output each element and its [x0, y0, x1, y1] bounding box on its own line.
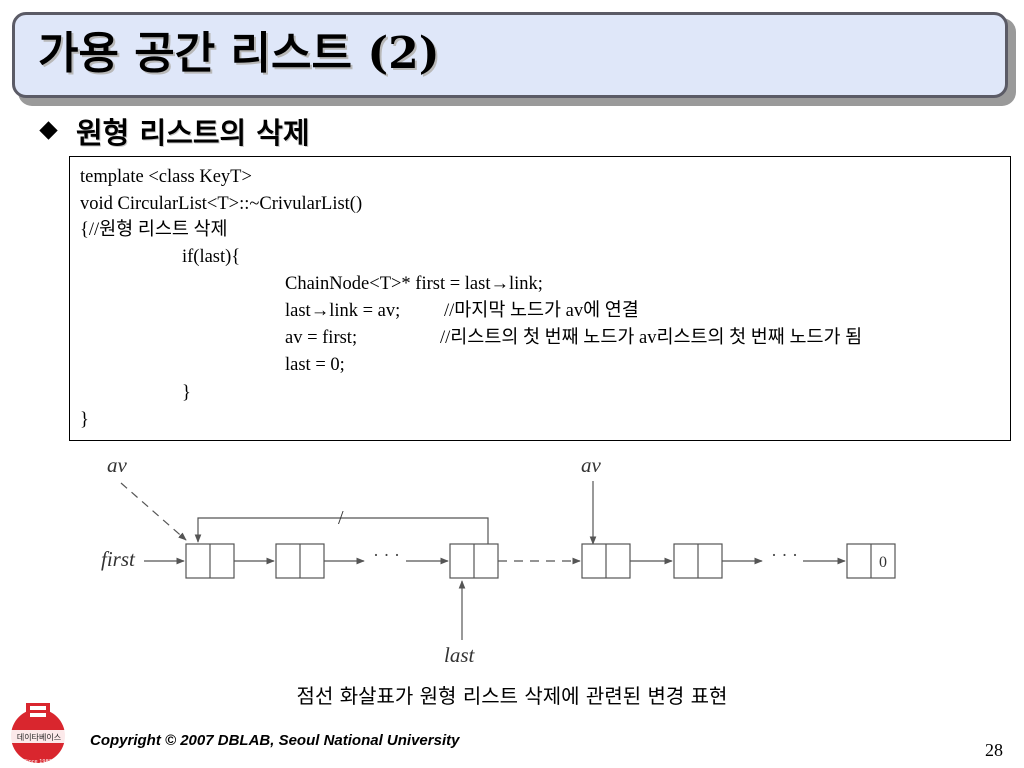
av-dashed-arrow: [120, 482, 187, 541]
dblab-logo: 데이타베이스 Since 1982: [0, 700, 76, 768]
first-label: first: [101, 547, 136, 571]
av-label-right: av: [581, 453, 602, 477]
slide-title: 가용 공간 리스트 (2): [38, 22, 440, 86]
logo-since: Since 1982: [24, 759, 52, 765]
code-comment-7: //리스트의 첫 번째 노드가 av리스트의 첫 번째 노드가 됨: [440, 328, 863, 348]
code-line-8: last = 0;: [285, 355, 345, 375]
code-line-2: void CircularList<T>::~CrivularList(): [80, 194, 363, 214]
slide-title-main: 가용 공간 리스트: [38, 28, 352, 79]
code-line-10: }: [80, 410, 89, 430]
null-value: 0: [879, 554, 887, 571]
code-comment-6: //마지막 노드가 av에 연결: [444, 301, 639, 321]
code-line-7: av = first;: [285, 328, 358, 348]
code-line-1: template <class KeyT>: [80, 167, 252, 187]
code-line-3: {//원형 리스트 삭제: [80, 220, 228, 240]
ellipsis-left: · · ·: [373, 545, 400, 565]
ellipsis-right: · · ·: [771, 545, 798, 565]
diagram-caption: 점선 화살표가 원형 리스트 삭제에 관련된 변경 표현: [296, 684, 728, 708]
code-line-6: last→link = av;: [285, 301, 401, 321]
page-number: 28: [985, 740, 1003, 760]
slide-title-number: (2): [367, 28, 440, 79]
last-label: last: [444, 643, 476, 667]
removed-link-mark: /: [338, 507, 344, 529]
code-line-9: }: [182, 383, 191, 403]
code-line-4: if(last){: [182, 247, 241, 267]
logo-text: 데이타베이스: [17, 732, 61, 742]
copyright-footer: Copyright © 2007 DBLAB, Seoul National U…: [90, 732, 460, 749]
av-label-left: av: [107, 453, 128, 477]
code-line-5: ChainNode<T>* first = last→link;: [285, 274, 543, 294]
bullet-heading: 원형 리스트의 삭제: [76, 116, 310, 150]
title-box: [12, 12, 1008, 98]
circular-link-arrow: [194, 517, 489, 561]
code-block: template <class KeyT> void CircularList<…: [69, 156, 1011, 441]
